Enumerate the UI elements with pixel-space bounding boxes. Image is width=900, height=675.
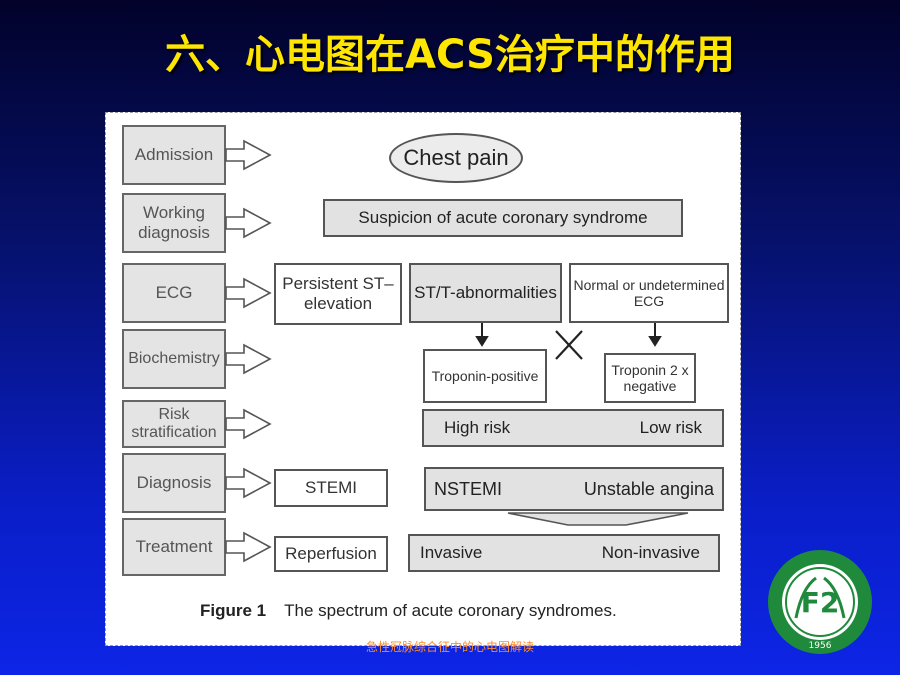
cross-line-a [555,330,583,360]
stage-treatment: Treatment [122,518,226,576]
hospital-logo: F2 1956 [768,550,872,654]
risk-low-label: Low risk [639,418,702,438]
logo-leaf-right [823,576,846,619]
chest-pain-oval: Chest pain [389,133,523,183]
logo-inner-disc [782,564,858,640]
troponin-negative-box: Troponin 2 x negative [604,353,696,403]
suspicion-box: Suspicion of acute coronary syndrome [323,199,683,237]
arrow-diagnosis [225,467,272,499]
acs-flow-diagram: Admission Working diagnosis ECG Biochemi… [105,112,741,646]
arrow-admission [225,139,272,171]
arrow-treatment [225,531,272,563]
risk-bar: High risk Low risk [422,409,724,447]
ecg-st-t-abnormalities: ST/T-abnormalities [409,263,562,323]
troponin-positive-box: Troponin-positive [423,349,547,403]
stage-risk-stratification: Risk stratification [122,400,226,448]
figure-caption-label: Figure 1 [200,601,267,620]
down-arrow-st-t-head [475,336,489,347]
diagnosis-stemi: STEMI [274,469,388,507]
ecg-normal-undetermined: Normal or undetermined ECG [569,263,729,323]
risk-high-label: High risk [444,418,511,438]
cross-line-b [555,330,583,360]
logo-year: 1956 [809,641,832,651]
funnel-arrow [507,512,689,526]
logo-leaf-left [794,576,817,619]
diagnosis-nstemi-label: NSTEMI [434,478,503,499]
ecg-persistent-st-elevation: Persistent ST–elevation [274,263,402,325]
stage-ecg: ECG [122,263,226,323]
treatment-invasive-label: Invasive [420,543,483,563]
arrow-working-diagnosis [225,207,272,239]
logo-inner-line [785,567,855,637]
down-arrow-normal-head [648,336,662,347]
slide-title: 六、心电图在ACS治疗中的作用 [165,32,735,78]
treatment-bar: Invasive Non-invasive [408,534,720,572]
treatment-reperfusion: Reperfusion [274,536,388,572]
figure-caption-text: The spectrum of acute coronary syndromes… [284,601,617,620]
logo-mark: F2 [801,586,840,619]
arrow-risk-stratification [225,408,272,440]
stage-admission: Admission [122,125,226,185]
diagnosis-unstable-angina-label: Unstable angina [583,478,714,499]
treatment-noninvasive-label: Non-invasive [601,543,700,563]
stage-biochemistry: Biochemistry [122,329,226,389]
figure-caption: Figure 1 The spectrum of acute coronary s… [200,601,617,621]
arrow-ecg [225,277,272,309]
diagnosis-nstemi-ua-bar: NSTEMI Unstable angina [424,467,724,511]
slide-footer: 急性冠脉综合征中的心电图解读 [365,640,534,654]
stage-working-diagnosis: Working diagnosis [122,193,226,253]
arrow-biochemistry [225,343,272,375]
stage-diagnosis: Diagnosis [122,453,226,513]
